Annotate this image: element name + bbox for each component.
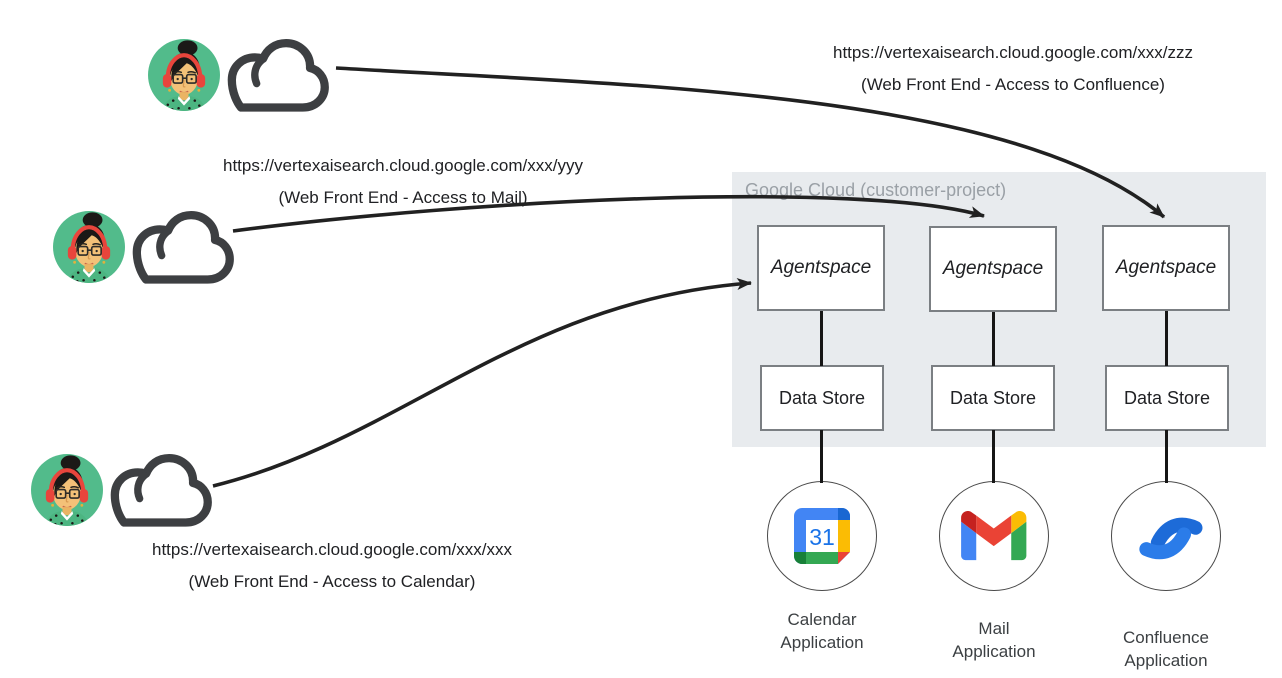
calendar-day-number: 31 bbox=[809, 524, 835, 550]
mail-app-circle bbox=[939, 481, 1049, 591]
gmail-icon bbox=[961, 511, 1027, 561]
url-caption-confluence: https://vertexaisearch.cloud.google.com/… bbox=[758, 37, 1268, 101]
calendar-app-circle: 31 bbox=[767, 481, 877, 591]
url-text: https://vertexaisearch.cloud.google.com/… bbox=[152, 540, 512, 559]
agentspace-label: Agentspace bbox=[942, 258, 1044, 279]
google-calendar-icon: 31 bbox=[794, 508, 850, 564]
app-label-line: Application bbox=[1124, 651, 1208, 670]
datastore-label: Data Store bbox=[778, 387, 866, 408]
app-label-line: Confluence bbox=[1122, 628, 1209, 647]
url-subtext: (Web Front End - Access to Calendar) bbox=[188, 572, 476, 591]
agentspace-label: Agentspace bbox=[1115, 257, 1217, 278]
confluence-app-label: Confluence Application bbox=[1081, 626, 1251, 672]
agentspace-label: Agentspace bbox=[770, 257, 872, 278]
url-text: https://vertexaisearch.cloud.google.com/… bbox=[833, 43, 1193, 62]
user-avatar-cloud-icon bbox=[28, 443, 238, 548]
app-label-line: Calendar bbox=[787, 610, 857, 629]
app-label-line: Application bbox=[780, 633, 864, 652]
datastore-label: Data Store bbox=[949, 387, 1037, 408]
url-caption-mail: https://vertexaisearch.cloud.google.com/… bbox=[148, 150, 658, 214]
app-label-line: Application bbox=[952, 642, 1036, 661]
url-subtext: (Web Front End - Access to Confluence) bbox=[861, 75, 1165, 94]
datastore-box-calendar: Data Store bbox=[760, 365, 884, 431]
datastore-box-confluence: Data Store bbox=[1105, 365, 1229, 431]
app-label-line: Mail bbox=[978, 619, 1010, 638]
user-avatar-cloud-icon bbox=[50, 200, 260, 305]
agentspace-box-confluence: Agentspace bbox=[1102, 225, 1230, 311]
datastore-label: Data Store bbox=[1123, 387, 1211, 408]
agentspace-box-calendar: Agentspace bbox=[757, 225, 885, 311]
calendar-app-label: Calendar Application bbox=[737, 608, 907, 654]
confluence-icon bbox=[1139, 517, 1203, 560]
confluence-app-circle bbox=[1111, 481, 1221, 591]
user-avatar-cloud-icon bbox=[145, 28, 355, 133]
agentspace-box-mail: Agentspace bbox=[929, 226, 1057, 312]
datastore-box-mail: Data Store bbox=[931, 365, 1055, 431]
url-subtext: (Web Front End - Access to Mail) bbox=[278, 188, 528, 207]
google-cloud-label: Google Cloud (customer-project) bbox=[745, 180, 1007, 200]
mail-app-label: Mail Application bbox=[909, 617, 1079, 663]
url-text: https://vertexaisearch.cloud.google.com/… bbox=[223, 156, 583, 175]
url-caption-calendar: https://vertexaisearch.cloud.google.com/… bbox=[77, 534, 587, 598]
arrow-user-to-calendar-agentspace bbox=[212, 278, 752, 488]
